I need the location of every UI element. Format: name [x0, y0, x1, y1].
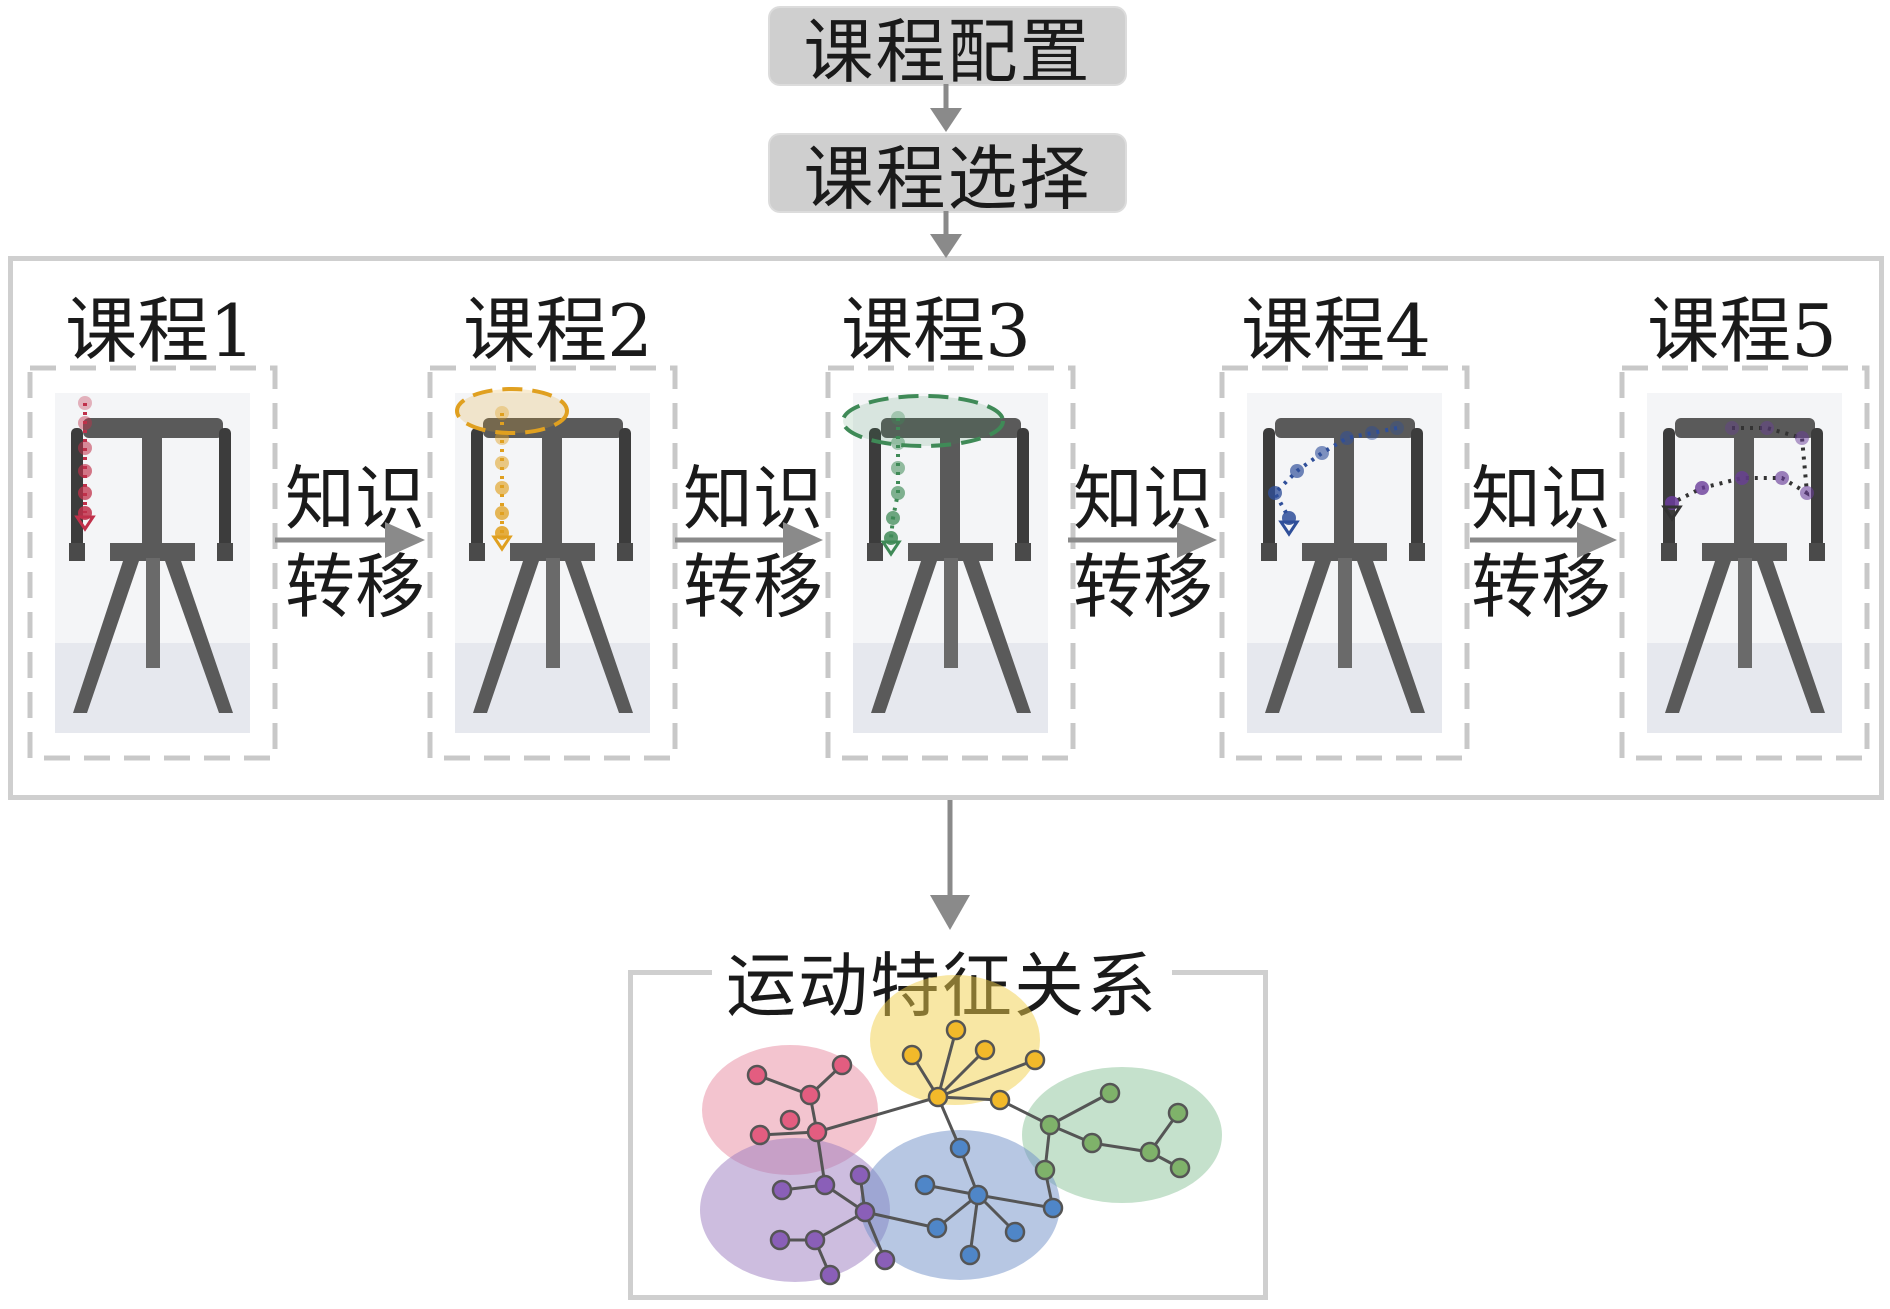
course-select-box: 课程选择: [770, 135, 1125, 220]
transfer-line2: 转移: [285, 546, 425, 628]
transfer-text-3: 知识 转移: [1058, 455, 1228, 631]
transfer-line1: 知识: [285, 458, 425, 540]
course-title-1: 课程1: [65, 289, 255, 373]
transfer-line2: 转移: [683, 546, 823, 628]
transfer-line1: 知识: [1073, 458, 1213, 540]
course-title-2: 课程2: [463, 289, 653, 373]
transfer-line2: 转移: [1471, 546, 1611, 628]
course-title-4: 课程4: [1241, 289, 1431, 373]
transfer-text-4: 知识 转移: [1456, 455, 1626, 631]
transfer-text-1: 知识 转移: [270, 455, 440, 631]
course-title-3: 课程3: [841, 289, 1031, 373]
arrowhead: [930, 895, 970, 930]
motion-feature-title: 运动特征关系: [712, 930, 1172, 1031]
transfer-line1: 知识: [683, 458, 823, 540]
transfer-text-2: 知识 转移: [668, 455, 838, 631]
transfer-line1: 知识: [1471, 458, 1611, 540]
course-config-box: 课程配置: [770, 8, 1125, 93]
curriculum-frame: [8, 256, 1884, 800]
transfer-line2: 转移: [1073, 546, 1213, 628]
course-title-5: 课程5: [1647, 289, 1837, 373]
arrowhead: [930, 234, 962, 258]
